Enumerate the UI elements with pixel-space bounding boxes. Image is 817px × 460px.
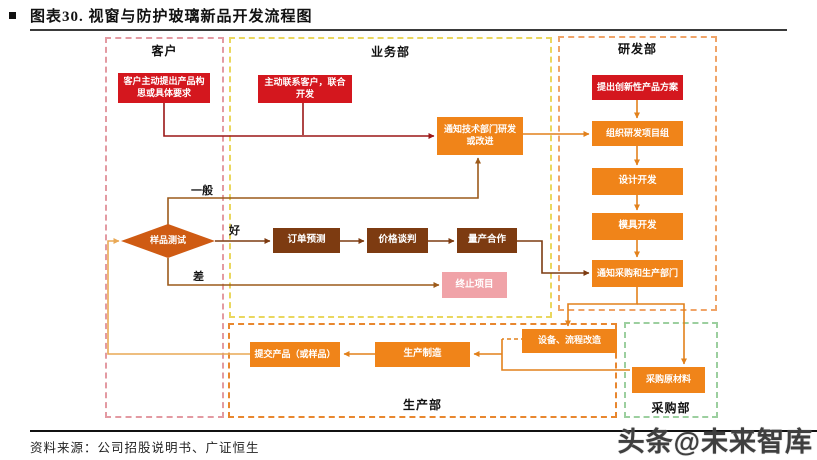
node-order-forecast: 订单预测 [273,228,340,253]
lane-label-production: 生产部 [402,398,442,412]
footer-divider [30,430,817,432]
figure-title: 图表30. 视窗与防护玻璃新品开发流程图 [30,9,313,25]
branch-label-average: 一般 [191,185,213,197]
node-terminate-project: 终止项目 [442,272,507,298]
node-propose-innovation: 提出创新性产品方案 [592,75,683,100]
watermark-logo: 头条@未来智库 [617,427,813,457]
node-mold-dev: 模具开发 [592,213,683,240]
node-purchase-materials: 采购原材料 [632,367,705,393]
branch-label-good: 好 [229,225,240,237]
node-design-dev: 设计开发 [592,168,683,195]
node-contact-customer: 主动联系客户，联合开发 [258,75,352,103]
title-bullet-square [9,12,16,19]
title-divider [30,29,787,31]
node-submit-product: 提交产品（或样品） [250,342,340,367]
node-organize-team: 组织研发项目组 [592,121,683,146]
node-price-negotiation: 价格谈判 [367,228,428,253]
node-mass-production: 量产合作 [457,228,517,253]
node-customer-request: 客户主动提出产品构思或具体要求 [118,73,210,103]
node-notify-purchase-prod: 通知采购和生产部门 [592,260,683,287]
lane-label-customer: 客户 [151,44,178,58]
lane-customer [105,37,224,418]
lane-label-procurement: 采购部 [651,401,691,415]
branch-label-poor: 差 [193,271,204,283]
node-notify-tech: 通知技术部门研发或改进 [437,117,523,155]
lane-label-business: 业务部 [370,45,410,59]
lane-label-rd: 研发部 [617,42,657,56]
node-equipment-process: 设备、流程改造 [522,329,617,353]
node-manufacturing: 生产制造 [375,342,470,367]
source-note: 资料来源：公司招股说明书、广证恒生 [30,441,260,455]
